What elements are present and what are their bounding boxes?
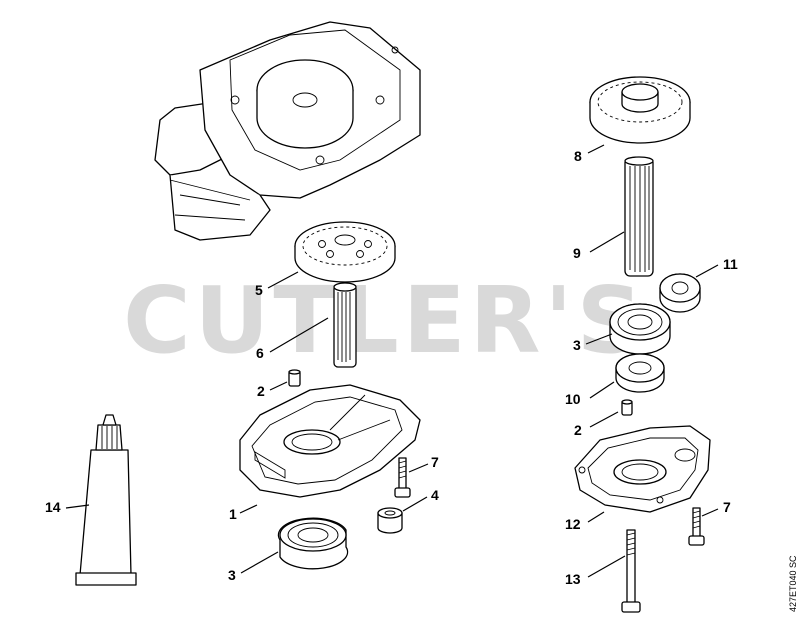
- callout-10: 10: [565, 391, 581, 407]
- callout-1: 1: [229, 506, 237, 522]
- bearing-part-11: [659, 273, 701, 313]
- gearbox-housing: [154, 21, 421, 241]
- pin-part-2-left: [288, 369, 301, 387]
- gear-part-8: [589, 76, 691, 144]
- callout-7-left: 7: [431, 454, 439, 470]
- callout-9: 9: [573, 245, 581, 261]
- pin-part-2-right: [621, 399, 633, 416]
- callout-4: 4: [431, 487, 439, 503]
- callout-2-left: 2: [257, 383, 265, 399]
- cover-part-12: [574, 425, 711, 513]
- housing-cover-part-1: [239, 384, 421, 498]
- watermark: CUTLER'S: [123, 267, 647, 374]
- callout-3-left: 3: [228, 567, 236, 583]
- screw-part-7-left: [394, 457, 411, 498]
- callout-11: 11: [723, 256, 738, 272]
- shaft-part-9: [624, 156, 654, 277]
- seal-part-10: [615, 353, 665, 393]
- callout-12: 12: [565, 516, 581, 532]
- callout-8: 8: [574, 148, 582, 164]
- bearing-part-3-right: [609, 303, 671, 355]
- callout-13: 13: [565, 571, 581, 587]
- grease-tube-part-14: [75, 414, 137, 586]
- bolt-part-13: [621, 529, 641, 613]
- callout-5: 5: [255, 282, 263, 298]
- bearing-part-3-bottom: [277, 517, 349, 570]
- plug-part-4: [377, 507, 403, 534]
- gear-part-5: [294, 221, 396, 283]
- drawing-code: 427ET040 SC: [788, 555, 798, 612]
- callout-7-right: 7: [723, 499, 731, 515]
- screw-part-7-right: [688, 507, 705, 546]
- callout-2-right: 2: [574, 422, 582, 438]
- callout-6: 6: [256, 345, 264, 361]
- callout-3-right: 3: [573, 337, 581, 353]
- shaft-part-6: [333, 282, 357, 368]
- leader-lines: [65, 144, 719, 578]
- callout-14: 14: [45, 499, 61, 515]
